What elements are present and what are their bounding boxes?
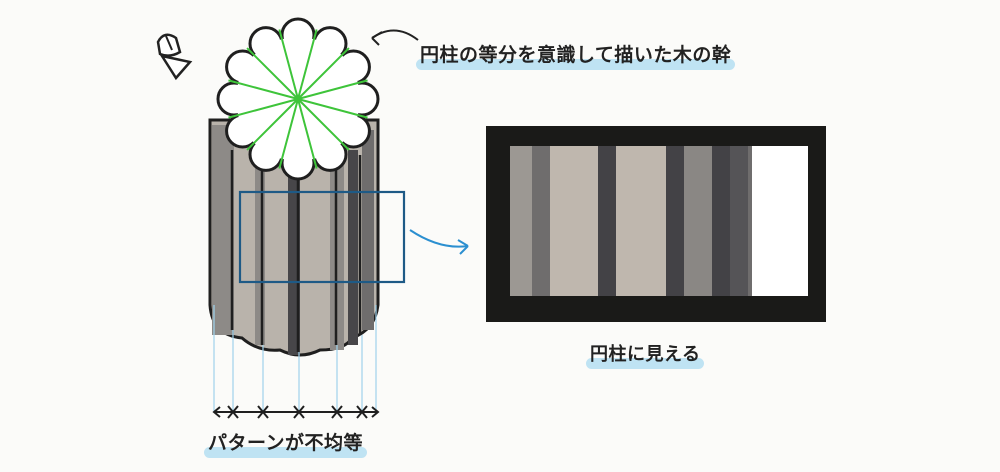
trunk-stripe [362,130,374,330]
caption-pointer-arrow [371,29,419,41]
division-line [278,98,299,169]
division-line [297,98,318,169]
projection-lines [213,305,377,412]
division-line [228,79,299,100]
equal-division-lines [228,29,368,169]
zoom-arrow [409,229,469,248]
trunk-stripe [348,150,358,345]
pencil-sketch-icon [156,33,193,81]
tree-trunk [208,118,380,357]
division-line [297,98,368,119]
trunk-stripe [255,140,265,345]
division-line [297,29,318,100]
spacing-measure [212,405,380,419]
division-line [246,47,299,100]
division-line [297,98,350,151]
division-line [278,29,299,100]
trunk-stripe [212,125,234,335]
looks-like-caption: 円柱に見える [586,340,705,369]
division-line [228,98,299,119]
pattern-caption: パターンが不均等 [204,428,368,458]
division-line [297,47,350,100]
cylinder-caption: 円柱の等分を意識して描いた木の幹 [416,40,736,70]
zoomed-view [486,126,826,322]
division-line [297,79,368,100]
selection-frame [238,190,406,284]
division-line [246,98,299,151]
